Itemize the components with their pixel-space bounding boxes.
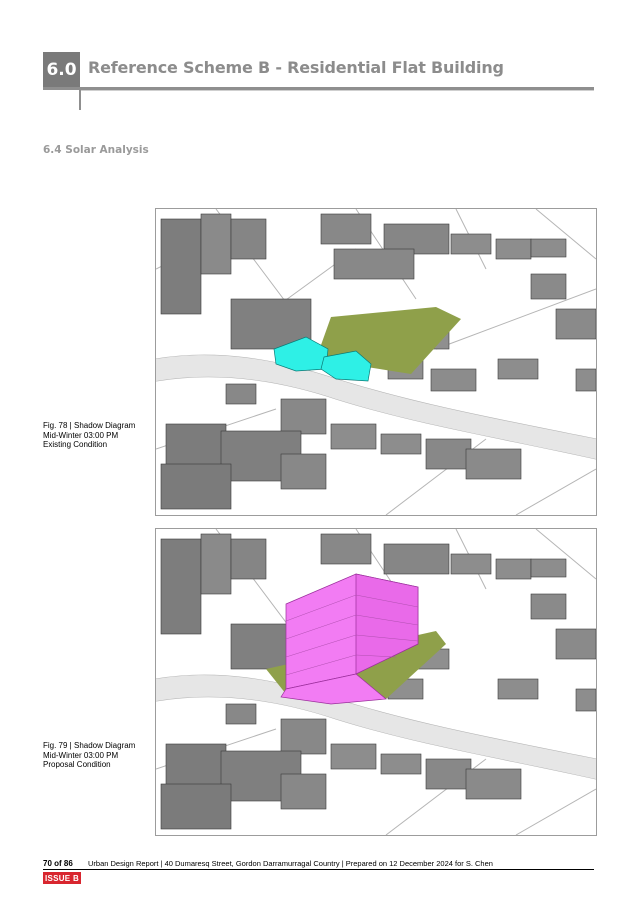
- neighbour-buildings: [160, 533, 596, 830]
- shadow-diagram-proposal: [155, 528, 597, 836]
- proposal-building: [280, 573, 419, 705]
- main-road: [156, 355, 596, 459]
- shadow-diagram-existing: [155, 208, 597, 516]
- footer-rule: [43, 869, 594, 870]
- issue-badge: ISSUE B: [43, 872, 81, 884]
- section-number: 6.0: [46, 60, 77, 80]
- footer-document-info: Urban Design Report | 40 Dumaresq Street…: [88, 859, 493, 868]
- caption-fig-78: Fig. 78 | Shadow Diagram Mid-Winter 03:0…: [43, 421, 153, 450]
- neighbour-buildings: [160, 213, 596, 510]
- caption-line: Existing Condition: [43, 440, 108, 450]
- caption-line: Fig. 79 | Shadow Diagram: [43, 741, 136, 750]
- caption-fig-79: Fig. 79 | Shadow Diagram Mid-Winter 03:0…: [43, 741, 153, 770]
- header-rule: [43, 87, 594, 90]
- subsection-title: 6.4 Solar Analysis: [43, 144, 149, 156]
- existing-buildings: [273, 336, 372, 382]
- page-number: 70 of 86: [43, 859, 73, 868]
- main-road: [156, 675, 596, 779]
- caption-line: Proposal Condition: [43, 760, 111, 770]
- caption-line: Fig. 78 | Shadow Diagram: [43, 421, 136, 430]
- shadow-diagram-proposal-drawing: [156, 529, 596, 835]
- section-title: Reference Scheme B - Residential Flat Bu…: [88, 58, 504, 77]
- caption-line: Mid-Winter 03:00 PM: [43, 430, 119, 440]
- section-number-tab: 6.0: [43, 52, 80, 88]
- shadow-diagram-existing-drawing: [156, 209, 596, 515]
- header-rule-shadow: [80, 90, 594, 91]
- header-stem: [79, 87, 81, 110]
- caption-line: Mid-Winter 03:00 PM: [43, 750, 119, 760]
